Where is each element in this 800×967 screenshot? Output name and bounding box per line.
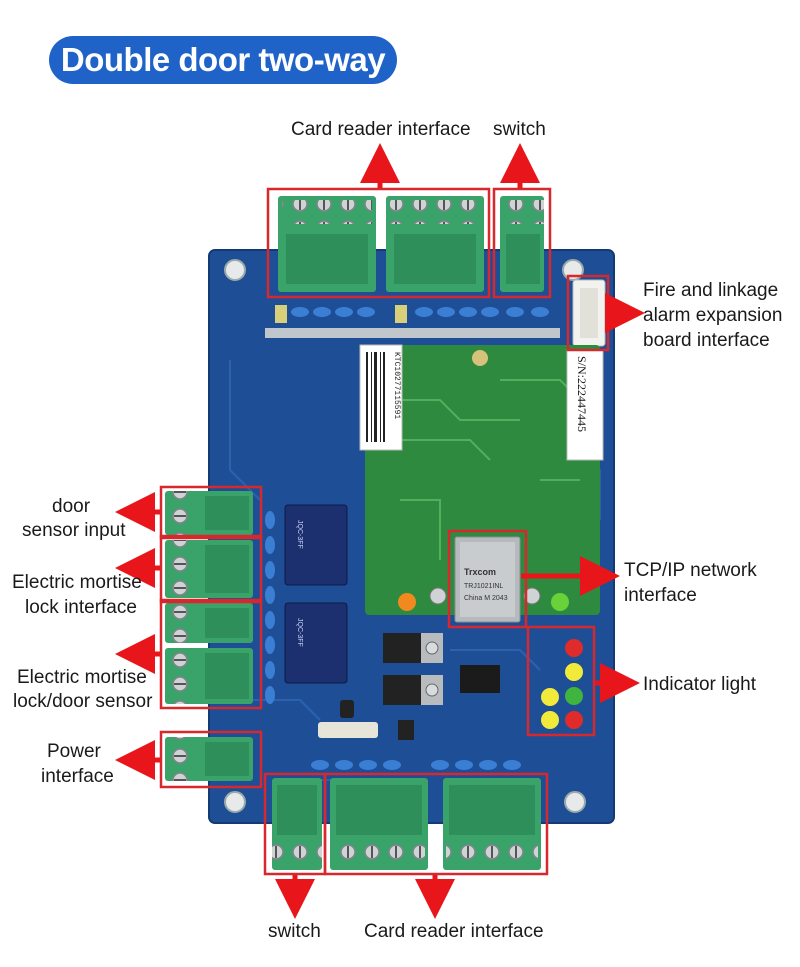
rj45-brand: Trxcom — [464, 567, 496, 577]
left-capacitor-column — [265, 511, 275, 704]
relay-2: JQC-3FF — [284, 602, 348, 684]
label-power-line2: interface — [41, 766, 114, 787]
label-mortise-line1: Electric mortise — [12, 572, 142, 593]
left-terminal-mortise-lock-2 — [165, 603, 253, 643]
label-mortise-sensor-line2: lock/door sensor — [13, 691, 153, 712]
box-card-reader-bottom — [323, 772, 549, 876]
box-mortise-lock — [159, 534, 263, 604]
rj45-jack: Trxcom TRJ1021INL China M 2043 — [454, 536, 521, 623]
relay-1-text: JQC-3FF — [296, 520, 303, 549]
label-indicator: Indicator light — [643, 674, 757, 695]
highlight-boxes — [159, 187, 610, 876]
ic-chip — [318, 665, 500, 740]
serial-number: S/N:222447445 — [575, 356, 589, 432]
bottom-component-row — [311, 760, 521, 770]
label-power-line1: Power — [47, 741, 101, 762]
rj45-model: TRJ1021INL — [464, 583, 503, 590]
box-tcp — [447, 529, 528, 629]
label-tcp-line1: TCP/IP network — [624, 560, 757, 581]
label-fire-linkage-line1: Fire and linkage — [643, 280, 779, 301]
top-component-row — [265, 305, 560, 338]
title-text: Double door two-way — [60, 41, 386, 78]
barcode-sticker: KTC10277115591 — [359, 344, 403, 451]
left-terminal-door-sensor — [165, 491, 253, 535]
serial-sticker: S/N:222447445 — [566, 349, 604, 461]
relay-1: JQC-3FF — [284, 504, 348, 586]
label-tcp-line2: interface — [624, 585, 697, 606]
rj45-origin: China M 2043 — [464, 595, 508, 602]
box-card-reader-top — [266, 187, 491, 299]
label-fire-linkage-line2: alarm expansion — [643, 305, 783, 326]
label-door-sensor-line2: sensor input — [22, 520, 126, 541]
label-switch-top: switch — [493, 119, 546, 140]
label-fire-linkage-line3: board interface — [643, 330, 770, 351]
box-switch-top — [492, 187, 552, 299]
label-door-sensor-line1: door — [52, 496, 91, 517]
label-mortise-sensor-line1: Electric mortise — [17, 667, 147, 688]
voltage-regulators — [383, 633, 443, 705]
top-terminal-card-reader-1 — [278, 196, 376, 292]
top-terminal-switch — [500, 196, 544, 292]
network-module — [365, 345, 600, 615]
box-mortise-sensor — [159, 598, 263, 710]
box-indicator — [526, 625, 596, 737]
left-terminal-power — [165, 737, 253, 781]
left-terminal-mortise-sensor — [165, 648, 253, 704]
label-mortise-line2: lock interface — [25, 597, 137, 618]
top-terminal-card-reader-2 — [386, 196, 484, 292]
bottom-terminal-card-reader-1 — [330, 778, 428, 870]
fire-linkage-connector — [572, 279, 606, 347]
label-card-reader-bottom: Card reader interface — [364, 921, 544, 942]
bottom-terminal-switch — [272, 778, 322, 870]
relay-2-text: JQC-3FF — [296, 618, 303, 647]
bottom-terminal-card-reader-2 — [443, 778, 541, 870]
label-card-reader-top: Card reader interface — [291, 119, 471, 140]
label-switch-bottom: switch — [268, 921, 321, 942]
indicator-leds — [541, 639, 583, 729]
box-door-sensor — [159, 485, 263, 540]
callout-arrows — [115, 143, 645, 919]
box-power — [159, 730, 263, 789]
left-terminal-mortise-lock — [165, 540, 253, 598]
barcode-text: KTC10277115591 — [392, 352, 401, 419]
title-badge: Double door two-way — [49, 36, 397, 84]
